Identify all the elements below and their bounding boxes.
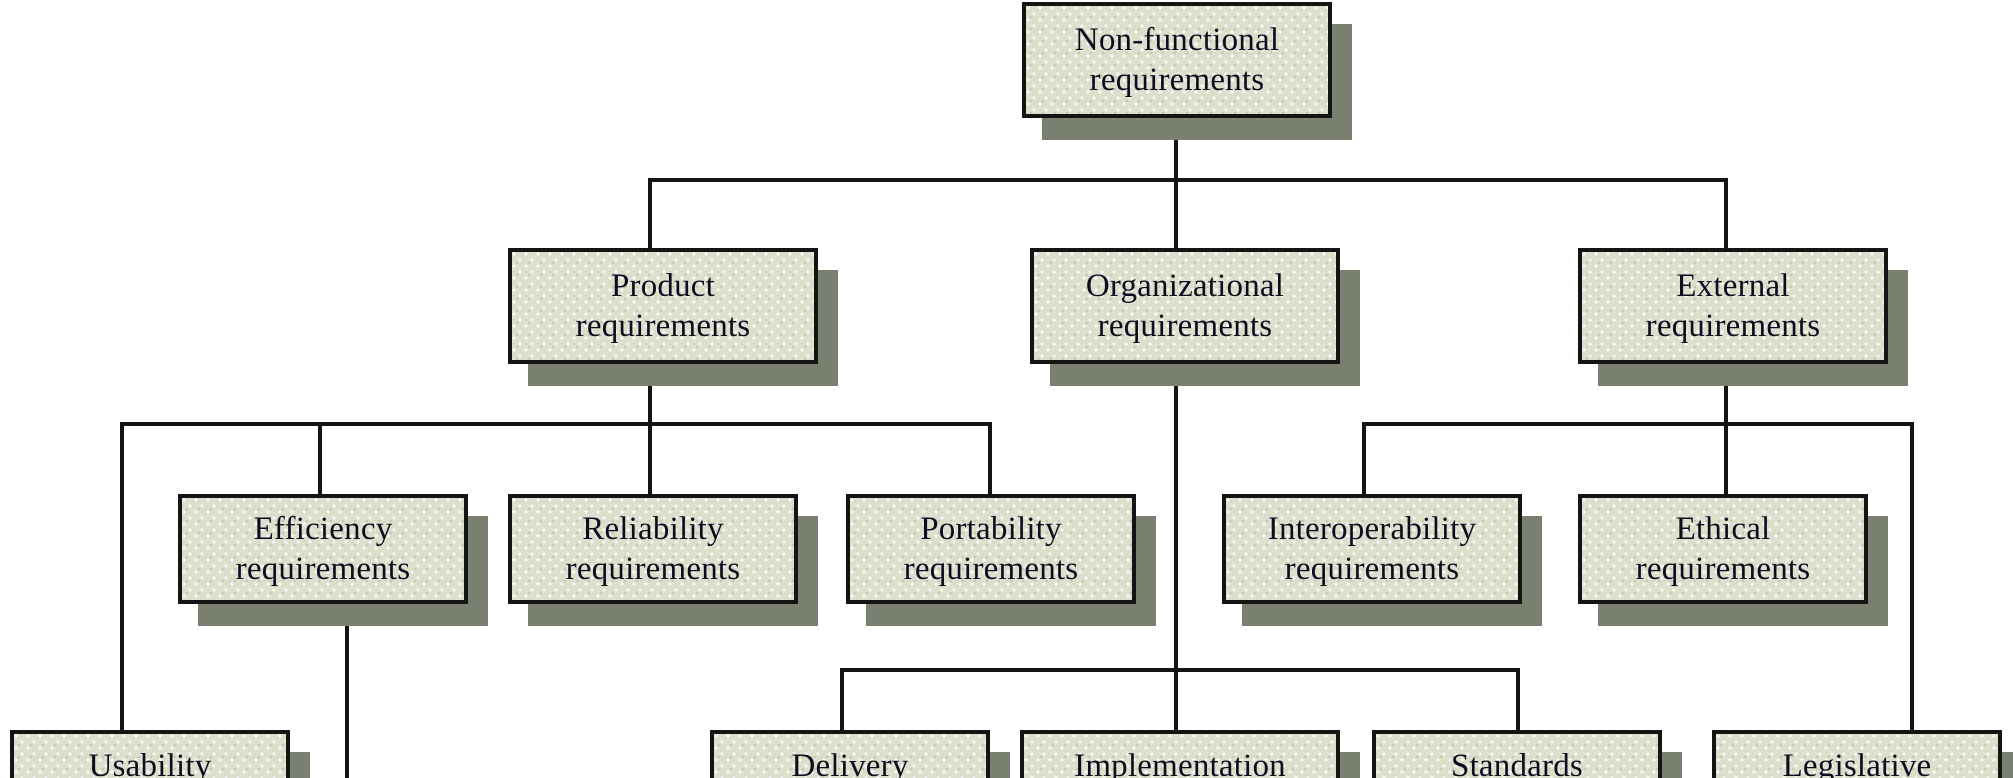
node-product-requirements[interactable]: Product requirements: [508, 248, 818, 364]
node-label-line1: Delivery: [791, 748, 909, 778]
node-efficiency-requirements[interactable]: Efficiency requirements: [178, 494, 468, 604]
node-usability[interactable]: Usability: [10, 730, 290, 778]
node-organizational-requirements[interactable]: Organizational requirements: [1030, 248, 1340, 364]
node-label-line1: Legislative: [1782, 748, 1932, 778]
connector-drop-product: [648, 178, 652, 250]
connector-drop-implementation: [1174, 668, 1178, 732]
connector-drop-external: [1724, 178, 1728, 250]
connector-product-bus: [120, 422, 992, 426]
node-external-requirements[interactable]: External requirements: [1578, 248, 1888, 364]
node-label-line1: Reliability: [582, 510, 724, 547]
node-label-line2: requirements: [575, 308, 751, 344]
node-label-line1: Product: [610, 267, 716, 304]
node-label-line2: requirements: [1635, 551, 1811, 587]
connector-level2-bus: [648, 178, 1728, 182]
node-label-line2: requirements: [1089, 62, 1265, 98]
node-label-line2: requirements: [1645, 308, 1821, 344]
connector-efficiency-stem: [345, 604, 349, 778]
connector-drop-delivery: [840, 668, 844, 732]
connector-drop-interoperability: [1362, 422, 1366, 494]
connector-root-stem: [1174, 100, 1178, 234]
connector-external-stem: [1724, 360, 1728, 426]
connector-drop-usability: [120, 422, 124, 732]
connector-organizational-bus: [840, 668, 1520, 672]
node-label-line1: Non-functional: [1074, 21, 1280, 58]
node-label-line2: requirements: [1284, 551, 1460, 587]
node-interoperability-requirements[interactable]: Interoperability requirements: [1222, 494, 1522, 604]
node-non-functional-requirements[interactable]: Non-functional requirements: [1022, 2, 1332, 118]
node-label-line1: Portability: [920, 510, 1062, 547]
node-implementation[interactable]: Implementation: [1020, 730, 1340, 778]
node-delivery[interactable]: Delivery: [710, 730, 990, 778]
node-label-line2: requirements: [903, 551, 1079, 587]
node-label-line1: Efficiency: [253, 510, 393, 547]
node-label-line1: Usability: [88, 748, 212, 778]
connector-drop-reliability: [648, 422, 652, 494]
connector-drop-standards: [1516, 668, 1520, 732]
node-label-line1: Interoperability: [1267, 510, 1477, 547]
node-ethical-requirements[interactable]: Ethical requirements: [1578, 494, 1868, 604]
node-portability-requirements[interactable]: Portability requirements: [846, 494, 1136, 604]
node-reliability-requirements[interactable]: Reliability requirements: [508, 494, 798, 604]
connector-product-stem: [648, 360, 652, 426]
node-label-line1: Standards: [1451, 748, 1583, 778]
node-legislative[interactable]: Legislative: [1712, 730, 2002, 778]
node-label-line1: Ethical: [1675, 510, 1771, 547]
connector-drop-ethical: [1724, 422, 1728, 494]
node-label-line1: Implementation: [1074, 748, 1286, 778]
node-label-line2: requirements: [565, 551, 741, 587]
connector-drop-efficiency: [318, 422, 322, 494]
node-label-line2: requirements: [235, 551, 411, 587]
connector-external-bus: [1362, 422, 1914, 426]
node-label-line2: requirements: [1097, 308, 1273, 344]
connector-drop-portability: [988, 422, 992, 494]
node-label-line1: External: [1676, 267, 1790, 304]
node-standards[interactable]: Standards: [1372, 730, 1662, 778]
connector-drop-organizational: [1174, 178, 1178, 250]
connector-drop-legislative: [1910, 422, 1914, 732]
connector-organizational-stem: [1174, 360, 1178, 672]
node-label-line1: Organizational: [1085, 267, 1285, 304]
